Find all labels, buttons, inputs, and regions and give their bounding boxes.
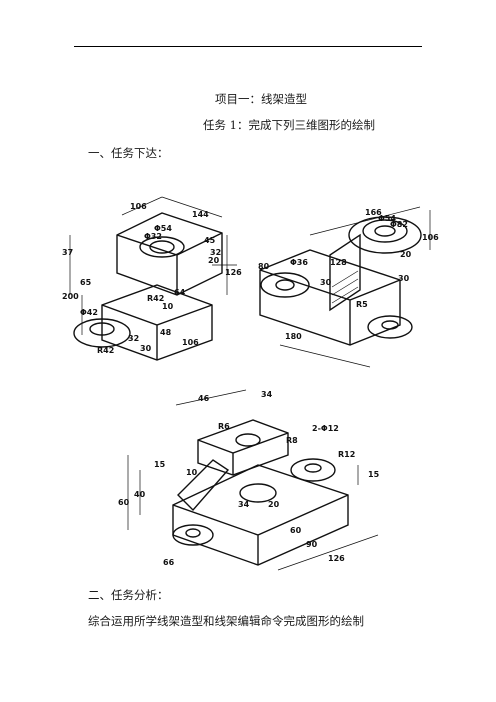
fig1-label-7: 65	[80, 278, 92, 287]
fig1-label-9: 10	[162, 302, 174, 311]
fig2-label-0: 166	[365, 208, 382, 217]
fig2-label-3: 30	[398, 274, 410, 283]
task-subtitle: 任务 1：完成下列三维图形的绘制	[203, 118, 375, 132]
fig1-label-11: 106	[182, 338, 199, 347]
fig1-label-18: Φ42	[80, 308, 98, 317]
fig2-label-11: R5	[356, 300, 368, 309]
fig3-label-8: 40	[134, 490, 146, 499]
fig1-label-2: 37	[62, 248, 73, 257]
fig3-label-2: R6	[218, 422, 230, 431]
fig3-label-11: 20	[268, 500, 280, 509]
fig1-label-8: 64	[174, 288, 186, 297]
fig2-label-8: 180	[285, 332, 302, 341]
fig2-label-2: 20	[400, 250, 412, 259]
fig3-label-5: R12	[338, 450, 355, 459]
fig3-label-15: 66	[163, 558, 175, 567]
page-title: 项目一：线架造型	[215, 92, 307, 106]
fig1-label-5: 126	[225, 268, 242, 277]
fig1-label-12: R42	[97, 346, 114, 355]
fig3-label-1: 34	[261, 390, 273, 399]
fig3-label-3: R8	[286, 436, 298, 445]
fig1-label-10: 48	[160, 328, 172, 337]
section-heading-task-issue: 一、任务下达：	[88, 146, 169, 160]
fig2-label-10: Φ82	[390, 220, 408, 229]
fig2-label-5: 128	[330, 258, 347, 267]
section-heading-task-analysis: 二、任务分析：	[88, 588, 169, 602]
fig1-label-3: 45	[204, 236, 216, 245]
fig2-label-4: 80	[258, 262, 270, 271]
fig1-label-19: R42	[147, 294, 164, 303]
fig1-label-13: 32	[128, 334, 139, 343]
figure-2-drawing: 166 106 20 30 80 128 Φ36 30 180 Φ54 Φ82 …	[258, 206, 439, 368]
fig1-label-0: 106	[130, 202, 147, 211]
fig3-label-4: 2-Φ12	[312, 424, 339, 433]
fig2-label-7: 30	[320, 278, 332, 287]
fig3-label-0: 46	[198, 394, 210, 403]
fig2-label-1: 106	[422, 233, 439, 242]
fig3-label-7: 60	[118, 498, 130, 507]
fig3-label-12: 60	[290, 526, 302, 535]
fig1-label-4: 32	[210, 248, 221, 257]
analysis-paragraph: 综合运用所学线架造型和线架编辑命令完成图形的绘制	[88, 614, 364, 628]
fig1-label-14: 30	[140, 344, 152, 353]
fig2-label-9: Φ54	[378, 214, 396, 223]
fig1-label-6: 200	[62, 292, 79, 301]
fig1-label-15: Φ32	[144, 232, 162, 241]
fig3-label-9: 10	[186, 468, 198, 477]
fig3-label-13: 90	[306, 540, 318, 549]
figure-3-drawing: 46 34 R6 R8 2-Φ12 R12 15 60 40 10 34 20 …	[118, 389, 380, 571]
header-rule	[74, 46, 422, 47]
fig3-label-10: 34	[238, 500, 250, 509]
fig2-label-6: Φ36	[290, 258, 308, 267]
fig1-label-17: 20	[208, 256, 220, 265]
fig3-label-16: 15	[368, 470, 380, 479]
fig1-label-16: Φ54	[154, 224, 172, 233]
fig3-label-6: 15	[154, 460, 166, 469]
figure-1-drawing: 106 144 37 45 32 126 200 65 64 10 48 106…	[62, 196, 242, 361]
fig1-label-1: 144	[192, 210, 209, 219]
fig3-label-14: 126	[328, 554, 345, 563]
